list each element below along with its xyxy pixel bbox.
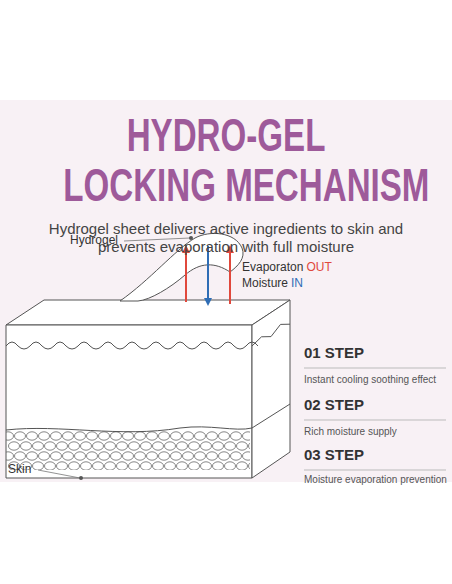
- part-label: Hydrogel: [70, 233, 118, 247]
- flow-label: Moisture: [242, 276, 288, 290]
- step-number: 02 STEP: [304, 396, 364, 414]
- flow-label: IN: [291, 276, 303, 290]
- step-text: Rich moisture supply: [304, 426, 397, 438]
- flow-label: Evaporaton: [242, 260, 303, 274]
- title: HYDRO-GEL LOCKING MECHANISM: [63, 110, 388, 210]
- step-text: Moisture evaporation prevention: [304, 474, 447, 486]
- flow-label: OUT: [306, 260, 331, 274]
- step-text: Instant cooling soothing effect: [304, 374, 436, 386]
- step-number: 03 STEP: [304, 446, 364, 464]
- part-label: Skin: [8, 462, 31, 476]
- step-number: 01 STEP: [304, 344, 364, 362]
